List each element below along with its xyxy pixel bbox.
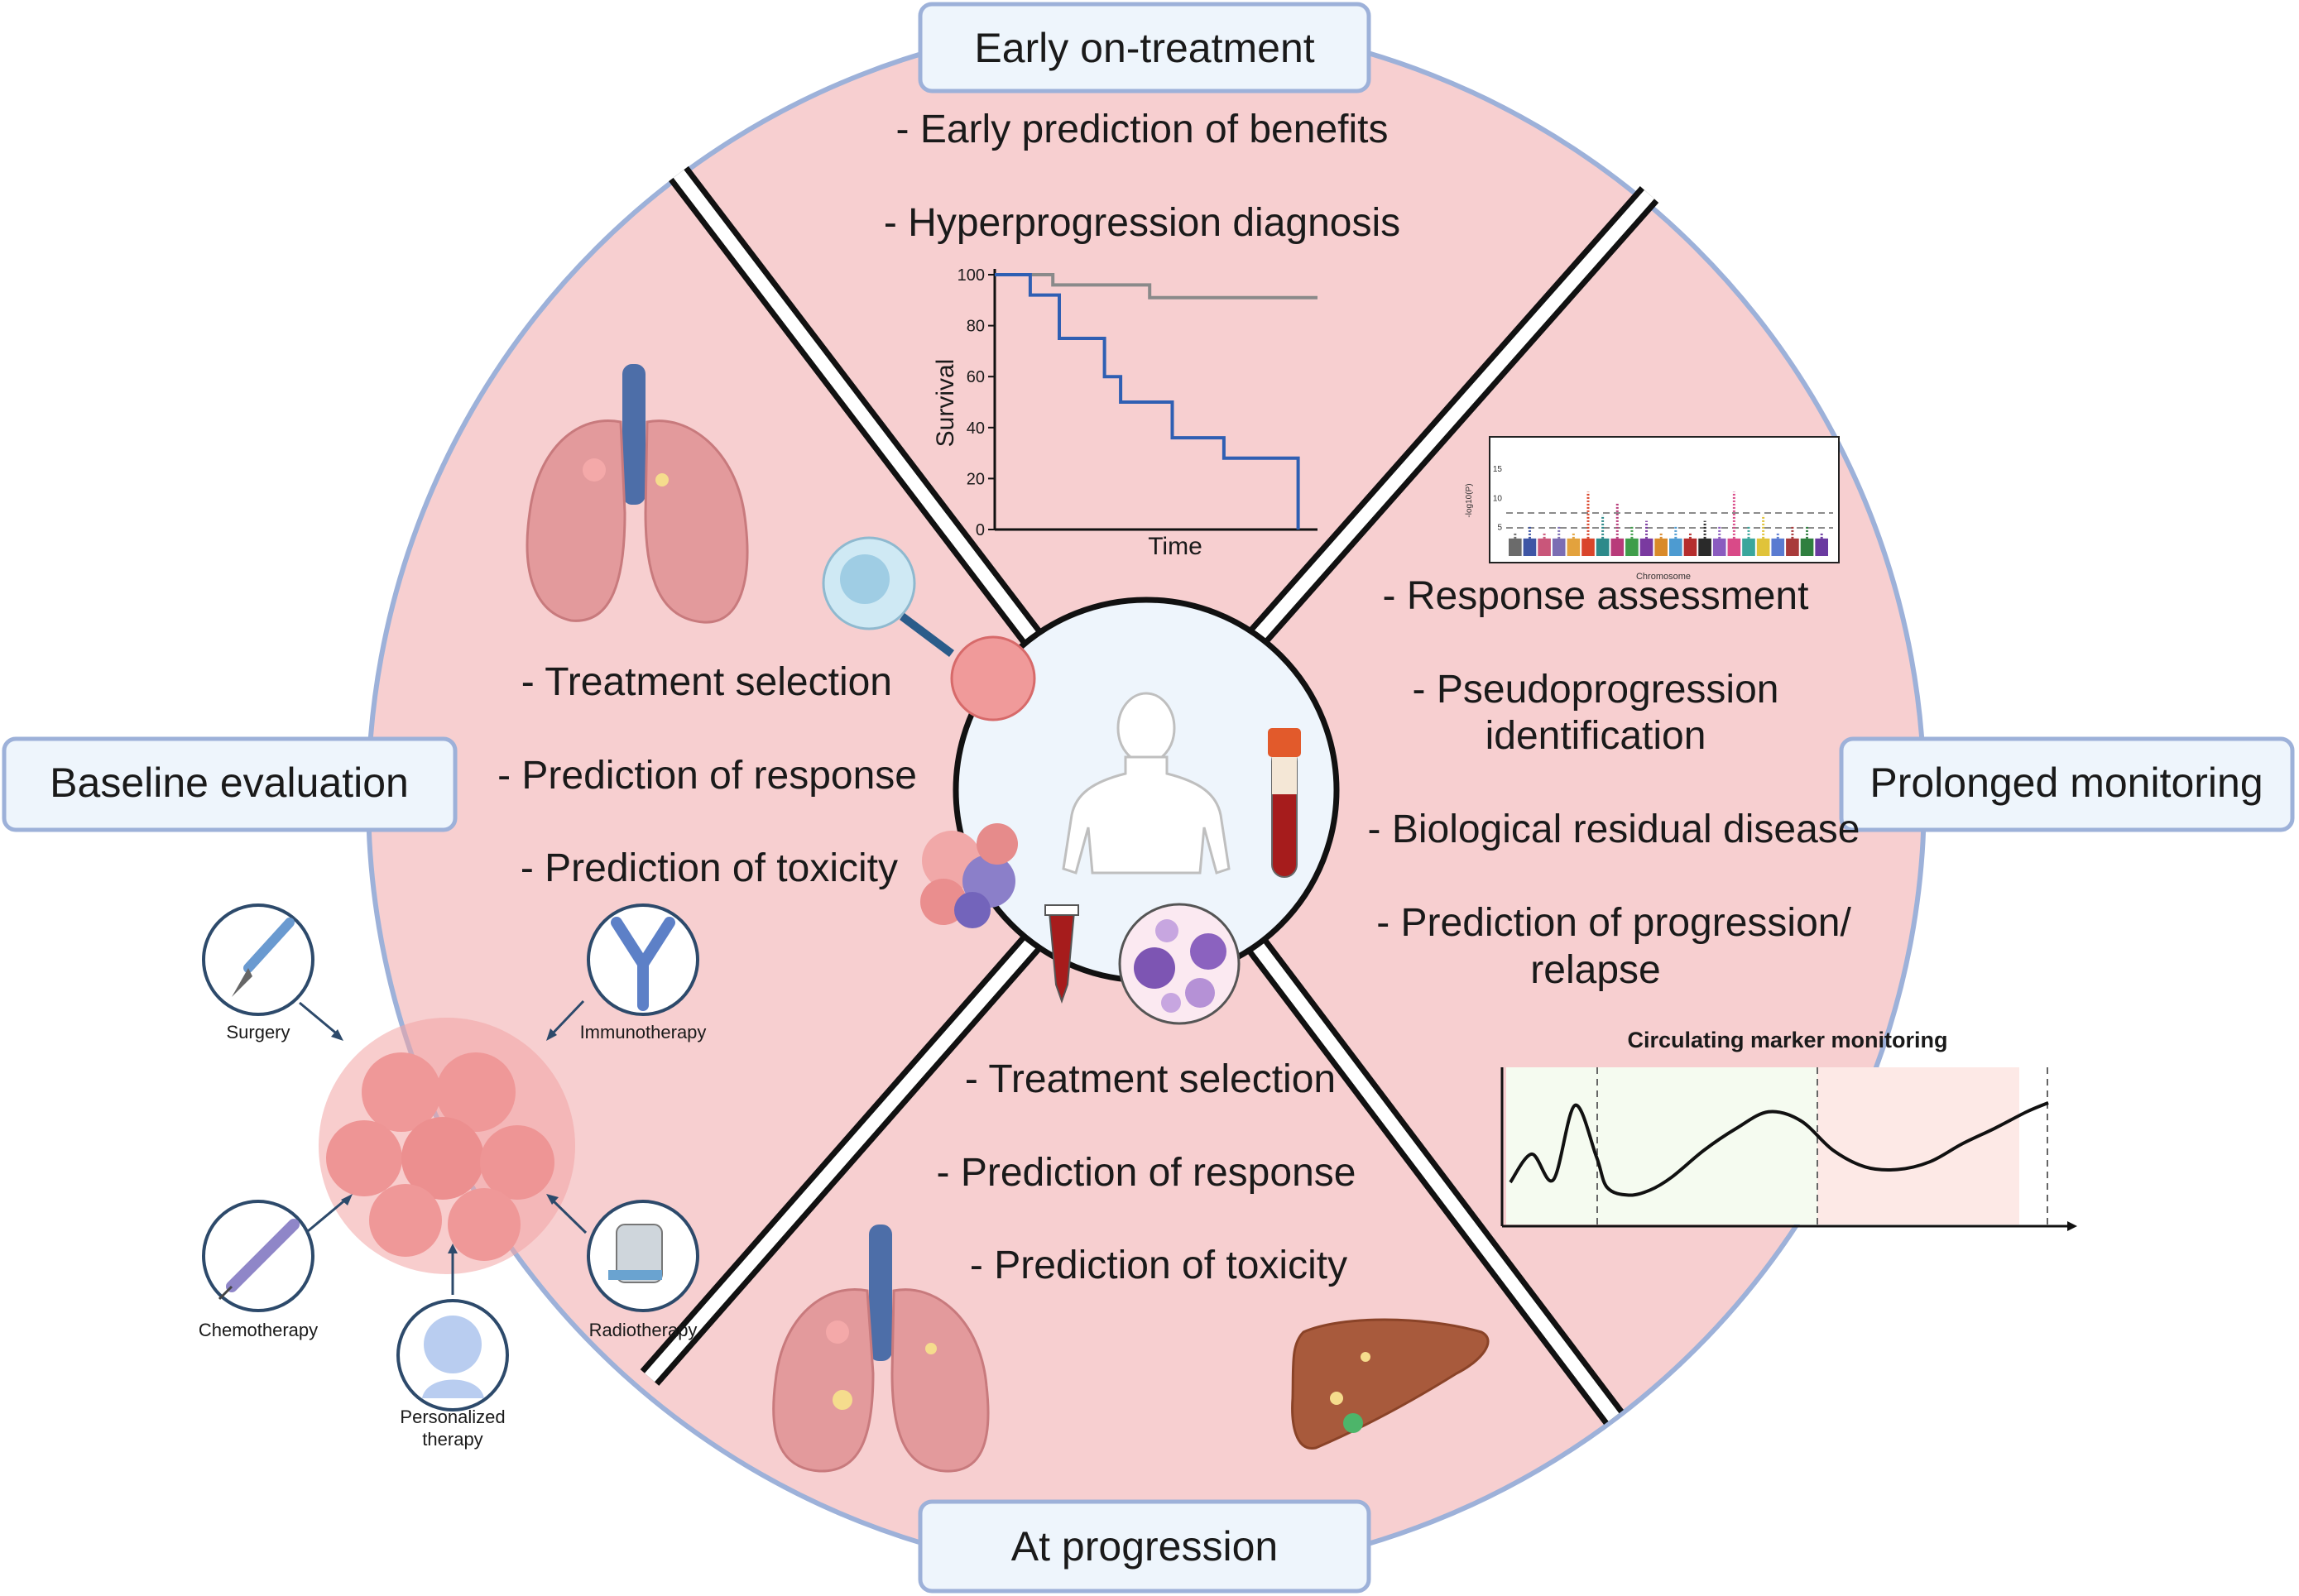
- phase-box-right: Prolonged monitoring: [1839, 736, 2295, 832]
- manhattan-chromosome-block: [1509, 538, 1522, 556]
- right-bullet-2b: identification: [1485, 714, 1706, 758]
- bottom-bullet-2: - Prediction of response: [937, 1151, 1356, 1195]
- phase-label-right: Prolonged monitoring: [1869, 760, 2263, 806]
- manhattan-chromosome-block: [1581, 538, 1595, 556]
- manhattan-chromosome-block: [1756, 538, 1770, 556]
- manhattan-chromosome-block: [1610, 538, 1625, 556]
- radiotherapy-icon: [587, 1200, 699, 1312]
- lungs-icon-lower: [772, 1225, 990, 1473]
- surgery-icon: [202, 903, 314, 1016]
- left-bullet-2: - Prediction of response: [497, 754, 917, 798]
- manhattan-chromosome-block: [1683, 538, 1697, 556]
- patient-silhouette-icon: [1062, 692, 1231, 875]
- chemotherapy-label: Chemotherapy: [199, 1320, 318, 1340]
- personalized-therapy-icon: [396, 1299, 509, 1411]
- immune-cell-icon: [822, 536, 1036, 721]
- manhattan-chromosome-block: [1727, 538, 1741, 556]
- manhattan-chromosome-block: [1552, 538, 1566, 556]
- lungs-icon-upper: [526, 364, 749, 624]
- manhattan-chromosome-block: [1800, 538, 1814, 556]
- survival-ytick-label: 60: [967, 368, 985, 386]
- right-bullet-4b: relapse: [1530, 948, 1660, 992]
- manhattan-ylabel: -log10(P): [1465, 483, 1474, 517]
- manhattan-ytick-label: 5: [1497, 524, 1502, 533]
- survival-series-2: [995, 273, 1300, 530]
- manhattan-chromosome-block: [1698, 538, 1711, 556]
- tumor-cluster-icon: [920, 823, 1018, 928]
- survival-ytick-label: 20: [967, 470, 985, 488]
- manhattan-chromosome-block: [1712, 538, 1726, 556]
- manhattan-chromosome-block: [1742, 538, 1755, 556]
- patient-hub: [822, 536, 1340, 1025]
- blood-tube-icon: [1268, 728, 1301, 878]
- test-tube-icon: [1044, 904, 1079, 1004]
- manhattan-chromosome-block: [1669, 538, 1682, 556]
- phase-label-left: Baseline evaluation: [50, 760, 409, 806]
- bottom-bullet-1: - Treatment selection: [965, 1057, 1336, 1101]
- marker-chart-title: Circulating marker monitoring: [1627, 1028, 1947, 1052]
- manhattan-chromosome-block: [1625, 538, 1639, 556]
- liver-icon: [1291, 1318, 1490, 1450]
- marker-monitoring-chart: Circulating marker monitoring: [1500, 1028, 2077, 1231]
- personalized-label-1: Personalized: [400, 1407, 505, 1427]
- wheel-dividers: [640, 165, 1659, 1426]
- manhattan-chromosome-block: [1815, 538, 1828, 556]
- phase-label-bottom: At progression: [1011, 1523, 1278, 1570]
- phase-label-top: Early on-treatment: [974, 25, 1314, 71]
- marker-curve: [1509, 1101, 2049, 1197]
- survival-series-1: [995, 273, 1317, 300]
- survival-ytick-label: 40: [967, 419, 985, 438]
- immunotherapy-label: Immunotherapy: [580, 1022, 707, 1042]
- phase-box-bottom: At progression: [918, 1499, 1371, 1594]
- blood-cells-magnifier-icon: [1118, 903, 1241, 1025]
- manhattan-plot: 5 10 15 Chromosome -log10(P): [1465, 436, 1840, 582]
- right-bullet-4a: - Prediction of progression/: [1376, 901, 1851, 945]
- manhattan-chromosome-block: [1523, 538, 1537, 556]
- immunotherapy-icon: [587, 903, 699, 1016]
- manhattan-chromosome-block: [1538, 538, 1551, 556]
- survival-chart-ylabel: Survival: [932, 359, 959, 448]
- bottom-bullet-3: - Prediction of toxicity: [970, 1244, 1347, 1287]
- phase-box-left: Baseline evaluation: [2, 736, 458, 832]
- manhattan-chromosome-block: [1771, 538, 1785, 556]
- survival-chart-xlabel: Time: [1148, 533, 1202, 560]
- phase-box-top: Early on-treatment: [918, 2, 1371, 93]
- left-bullet-1: - Treatment selection: [521, 660, 892, 704]
- manhattan-chromosome-block: [1596, 538, 1610, 556]
- top-bullet-1: - Early prediction of benefits: [896, 108, 1389, 151]
- right-bullet-2a: - Pseudoprogression: [1413, 668, 1779, 712]
- top-bullet-2: - Hyperprogression diagnosis: [884, 201, 1400, 245]
- survival-ytick-label: 100: [958, 266, 985, 285]
- surgery-label: Surgery: [226, 1022, 290, 1042]
- manhattan-chromosome-block: [1639, 538, 1653, 556]
- manhattan-chromosome-block: [1567, 538, 1581, 556]
- manhattan-chromosome-block: [1654, 538, 1668, 556]
- survival-chart: 0 20 40 60 80 100 Time Survival: [932, 266, 1317, 560]
- manhattan-ytick-label: 10: [1493, 494, 1503, 503]
- right-bullet-1: - Response assessment: [1383, 574, 1809, 618]
- manhattan-xlabel: Chromosome: [1636, 572, 1691, 582]
- personalized-label-2: therapy: [422, 1429, 482, 1450]
- manhattan-ytick-label: 15: [1493, 465, 1503, 474]
- manhattan-chromosome-block: [1786, 538, 1799, 556]
- survival-ytick-label: 80: [967, 318, 985, 336]
- chemotherapy-icon: [202, 1200, 314, 1312]
- radiotherapy-label: Radiotherapy: [589, 1320, 698, 1340]
- right-bullet-3: - Biological residual disease: [1368, 808, 1860, 851]
- tumor-mass-icon: [319, 1018, 575, 1274]
- left-bullet-3: - Prediction of toxicity: [521, 846, 898, 890]
- survival-ytick-label: 0: [976, 521, 985, 539]
